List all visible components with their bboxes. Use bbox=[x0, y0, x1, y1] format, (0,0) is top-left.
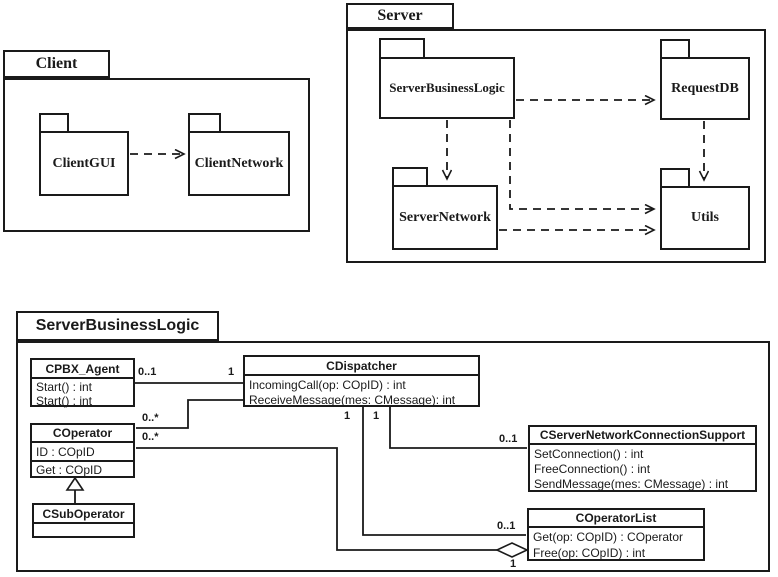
class-coperator-name: COperator bbox=[32, 425, 133, 443]
class-coperatorlist[interactable]: COperatorList Get(op: COpID) : COperator… bbox=[527, 508, 705, 561]
client-package-tab[interactable]: Client bbox=[3, 50, 110, 78]
class-member: Get(op: COpID) : COperator bbox=[533, 530, 684, 544]
multiplicity-label: 0..* bbox=[142, 412, 159, 424]
class-csuboperator-name: CSubOperator bbox=[34, 505, 133, 524]
dependency-arrow-sbl-to-utils bbox=[509, 120, 654, 209]
clientnetwork-label: ClientNetwork bbox=[194, 155, 284, 171]
serverbusinesslogic-label: ServerBusinessLogic bbox=[389, 80, 505, 95]
multiplicity-label: 0..1 bbox=[499, 433, 518, 445]
serverbusinesslogic-package-tab[interactable] bbox=[379, 38, 425, 59]
class-cdispatcher[interactable]: CDispatcher IncomingCall(op: COpID) : in… bbox=[243, 355, 480, 407]
utils-package-tab[interactable] bbox=[660, 168, 690, 188]
clientnetwork-package-tab[interactable] bbox=[188, 113, 221, 133]
class-member: IncomingCall(op: COpID) : int bbox=[249, 377, 406, 392]
class-member: SetConnection() : int bbox=[534, 446, 644, 461]
requestdb-package-tab[interactable] bbox=[660, 39, 690, 59]
generalization-triangle-icon bbox=[65, 476, 85, 491]
detail-package-title: ServerBusinessLogic bbox=[35, 317, 200, 334]
server-package-title: Server bbox=[377, 7, 423, 24]
class-member: ReceiveMessage(mes: CMessage): int bbox=[249, 392, 456, 407]
class-member: ID : COpID bbox=[36, 444, 95, 459]
class-member: Free(op: COpID) : int bbox=[533, 545, 646, 560]
servernetwork-label: ServerNetwork bbox=[399, 209, 491, 225]
class-cdispatcher-name: CDispatcher bbox=[245, 357, 478, 376]
multiplicity-label: 1 bbox=[510, 558, 517, 570]
requestdb-label: RequestDB bbox=[671, 80, 739, 96]
clientnetwork-package[interactable]: ClientNetwork bbox=[188, 131, 290, 196]
utils-label: Utils bbox=[691, 210, 719, 225]
detail-package-tab[interactable]: ServerBusinessLogic bbox=[16, 311, 219, 341]
serverbusinesslogic-package[interactable]: ServerBusinessLogic bbox=[379, 57, 515, 119]
multiplicity-label: 1 bbox=[344, 410, 351, 422]
class-cpbx-agent[interactable]: CPBX_Agent Start() : int Start() : int bbox=[30, 358, 135, 408]
class-member: Start() : int bbox=[36, 394, 93, 408]
client-package-title: Client bbox=[35, 55, 78, 72]
class-empty-compartment bbox=[34, 524, 133, 536]
aggregation-diamond-icon bbox=[495, 542, 529, 558]
clientgui-package-tab[interactable] bbox=[39, 113, 69, 133]
requestdb-package[interactable]: RequestDB bbox=[660, 57, 750, 120]
association-coperator-coperatorlist bbox=[136, 447, 497, 551]
servernetwork-package[interactable]: ServerNetwork bbox=[392, 185, 498, 250]
class-coperator[interactable]: COperator ID : COpID Get : COpID bbox=[30, 423, 135, 478]
class-coperatorlist-name: COperatorList bbox=[529, 510, 703, 528]
utils-package[interactable]: Utils bbox=[660, 186, 750, 250]
multiplicity-label: 0..* bbox=[142, 431, 159, 443]
server-package-tab[interactable]: Server bbox=[346, 3, 454, 29]
servernetwork-package-tab[interactable] bbox=[392, 167, 428, 187]
class-csuboperator[interactable]: CSubOperator bbox=[32, 503, 135, 538]
clientgui-package[interactable]: ClientGUI bbox=[39, 131, 129, 196]
multiplicity-label: 1 bbox=[228, 366, 235, 378]
association-cdispatcher-coperatorlist bbox=[362, 407, 526, 536]
class-member: FreeConnection() : int bbox=[534, 461, 651, 476]
clientgui-label: ClientGUI bbox=[52, 155, 116, 171]
class-cservernetworkconnectionsupport-name: CServerNetworkConnectionSupport bbox=[530, 427, 755, 445]
multiplicity-label: 0..1 bbox=[497, 520, 516, 532]
multiplicity-label: 0..1 bbox=[138, 366, 157, 378]
class-cservernetworkconnectionsupport[interactable]: CServerNetworkConnectionSupport SetConne… bbox=[528, 425, 757, 492]
association-cdispatcher-connectionsupport bbox=[389, 407, 527, 449]
class-cpbx-agent-name: CPBX_Agent bbox=[32, 360, 133, 379]
multiplicity-label: 1 bbox=[373, 410, 380, 422]
class-member: SendMessage(mes: CMessage) : int bbox=[534, 476, 729, 491]
association-cdispatcher-coperator bbox=[136, 399, 243, 429]
class-member: Get : COpID bbox=[32, 460, 133, 478]
class-member: Start() : int bbox=[36, 380, 93, 394]
